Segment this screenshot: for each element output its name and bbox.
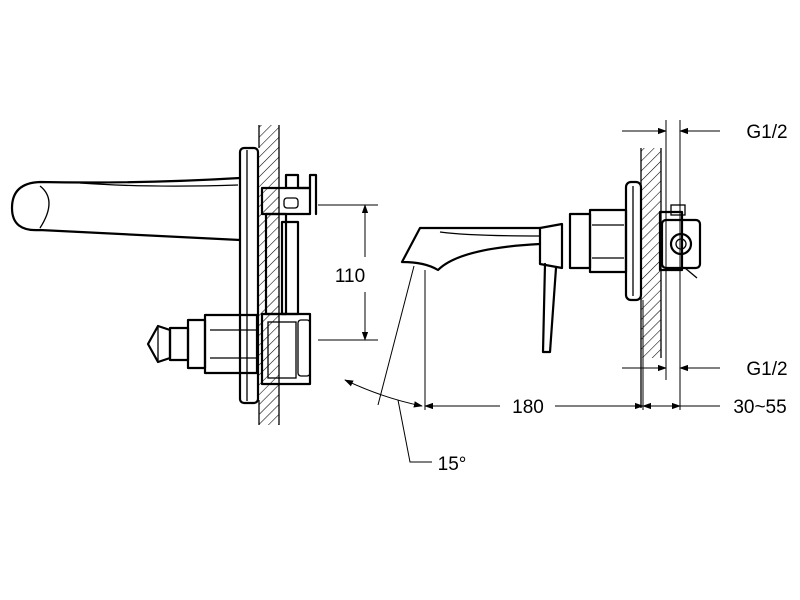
wall-hatch-left (258, 125, 280, 425)
dim-label-180: 180 (512, 397, 544, 418)
dim-180: 180 (424, 397, 644, 418)
dim-label-110: 110 (335, 266, 365, 287)
spout-front (400, 226, 542, 272)
thread-label-top: G1/2 (746, 122, 787, 143)
handle-lever-front (538, 222, 564, 354)
dim-110: 110 (318, 204, 378, 341)
spout-side (10, 176, 242, 242)
dim-30-55: 30~55 (642, 397, 787, 418)
angle-15: 15° (344, 265, 467, 475)
thread-label-bottom: G1/2 (746, 359, 787, 380)
dim-label-30-55: 30~55 (733, 397, 786, 418)
side-view: 110 (10, 125, 378, 425)
dim-g12-top: G1/2 (622, 122, 788, 143)
angle-label: 15° (438, 454, 467, 475)
front-view: 180 30~55 G1/2 G1/2 15° (344, 120, 788, 475)
dim-g12-bottom: G1/2 (622, 359, 788, 380)
wall-plate-left (238, 146, 260, 405)
valve-handle-side (146, 313, 259, 375)
wall-hatch-right (640, 148, 662, 408)
